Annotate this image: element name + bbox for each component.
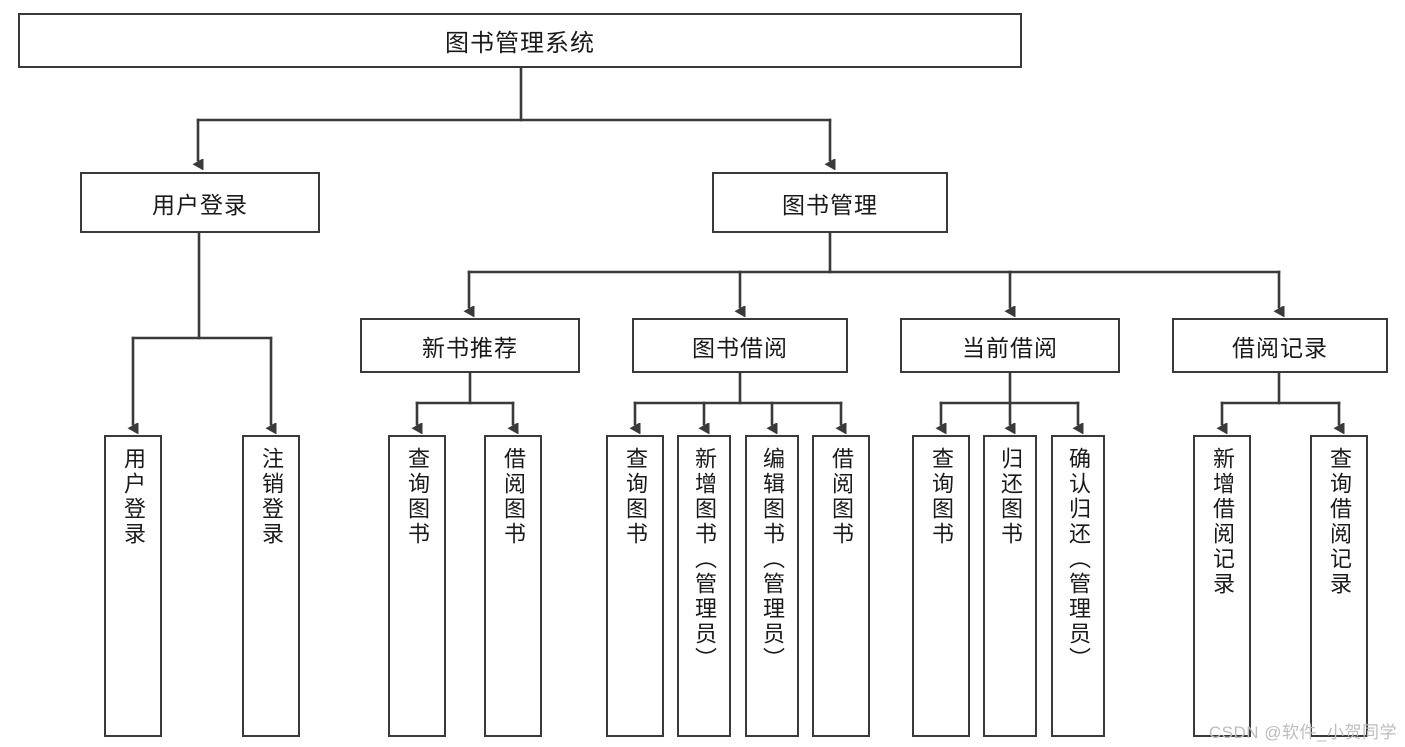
node-label: 用户登录 bbox=[120, 447, 146, 547]
node-label: 借阅记录 bbox=[1232, 334, 1328, 361]
leaf-return-books[interactable]: 归还图书 bbox=[983, 435, 1037, 737]
leaf-add-borrow-record[interactable]: 新增借阅记录 bbox=[1193, 435, 1251, 737]
node-label: 新书推荐 bbox=[422, 334, 518, 361]
leaf-add-book-admin[interactable]: 新增图书（管理员） bbox=[677, 435, 731, 737]
leaf-confirm-return-admin[interactable]: 确认归还（管理员） bbox=[1051, 435, 1105, 737]
leaf-query-books-new-book[interactable]: 查询图书 bbox=[388, 435, 446, 737]
leaf-edit-book-admin[interactable]: 编辑图书（管理员） bbox=[745, 435, 799, 737]
node-label: 用户登录 bbox=[152, 191, 248, 218]
node-label: 编辑图书（管理员） bbox=[759, 447, 785, 672]
node-label: 当前借阅 bbox=[962, 334, 1058, 361]
leaf-query-books-current[interactable]: 查询图书 bbox=[912, 435, 970, 737]
node-book-borrowing[interactable]: 图书借阅 bbox=[632, 318, 848, 373]
leaf-query-books-borrow[interactable]: 查询图书 bbox=[606, 435, 664, 737]
node-label: 查询图书 bbox=[622, 447, 648, 547]
leaf-query-borrow-record[interactable]: 查询借阅记录 bbox=[1310, 435, 1368, 737]
node-label: 图书借阅 bbox=[692, 334, 788, 361]
node-new-book-recommendation[interactable]: 新书推荐 bbox=[360, 318, 580, 373]
leaf-user-login[interactable]: 用户登录 bbox=[104, 435, 162, 737]
leaf-borrow-books-new-book[interactable]: 借阅图书 bbox=[484, 435, 542, 737]
node-root-book-management-system[interactable]: 图书管理系统 bbox=[18, 13, 1022, 68]
node-label: 新增图书（管理员） bbox=[691, 447, 717, 672]
node-borrow-records[interactable]: 借阅记录 bbox=[1172, 318, 1388, 373]
node-label: 确认归还（管理员） bbox=[1065, 447, 1091, 672]
node-user-login[interactable]: 用户登录 bbox=[80, 172, 320, 233]
node-label: 归还图书 bbox=[997, 447, 1023, 547]
node-book-management[interactable]: 图书管理 bbox=[712, 172, 948, 233]
node-label: 借阅图书 bbox=[828, 447, 854, 547]
node-label: 图书管理系统 bbox=[445, 30, 595, 57]
node-label: 借阅图书 bbox=[500, 447, 526, 547]
watermark-text: CSDN @软件_小贺同学 bbox=[1208, 723, 1397, 742]
leaf-borrow-books[interactable]: 借阅图书 bbox=[812, 435, 870, 737]
node-label: 新增借阅记录 bbox=[1209, 447, 1235, 597]
node-current-borrowing[interactable]: 当前借阅 bbox=[900, 318, 1120, 373]
node-label: 查询图书 bbox=[404, 447, 430, 547]
leaf-logout[interactable]: 注销登录 bbox=[242, 435, 300, 737]
node-label: 注销登录 bbox=[258, 447, 284, 547]
node-label: 查询借阅记录 bbox=[1326, 447, 1352, 597]
node-label: 图书管理 bbox=[782, 191, 878, 218]
node-label: 查询图书 bbox=[928, 447, 954, 547]
